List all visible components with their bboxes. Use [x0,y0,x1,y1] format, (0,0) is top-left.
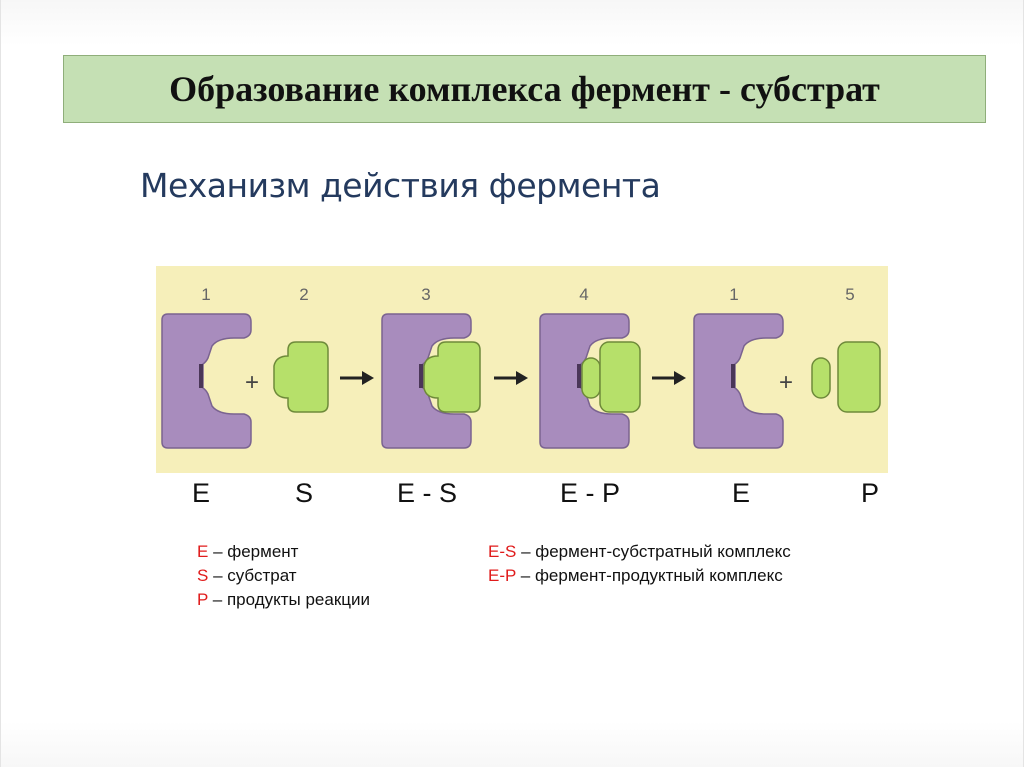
legend-item: E-S – фермент-субстратный комплекс [488,542,791,562]
enzyme-shape [161,313,252,449]
slide-title: Образование комплекса фермент - субстрат [169,69,880,109]
legend-symbol: E [197,542,209,561]
step-number: 3 [421,285,430,304]
legend-symbol: E-P [488,566,517,585]
legend-item: E-P – фермент-продуктный комплекс [488,566,783,586]
step-number: 2 [299,285,308,304]
step-number: 1 [729,285,738,304]
enzyme-product-complex [539,313,641,449]
stage-label-es: E - S [396,478,458,508]
stage-label-p: P [860,478,880,508]
legend-text: – фермент-субстратный комплекс [516,542,791,561]
stage-label-e: E [191,478,211,508]
legend-text: – фермент [208,542,299,561]
title-banner: Образование комплекса фермент - субстрат [63,55,986,123]
legend-item: E – фермент [197,542,298,562]
arrow-icon [494,371,528,385]
arrow-icon [652,371,686,385]
step-number: 5 [845,285,854,304]
legend-item: S – субстрат [197,566,297,586]
enzyme-substrate-complex [381,313,481,449]
stage-label-s: S [294,478,314,508]
legend-text: – продукты реакции [208,590,370,609]
enzyme-shape [693,313,784,449]
legend-symbol: E-S [488,542,517,561]
legend-text: – субстрат [208,566,297,585]
legend-symbol: P [197,590,209,609]
step-number: 1 [201,285,210,304]
enzyme-mechanism-diagram: 1 2 3 4 1 5 + [156,266,888,473]
legend-item: P – продукты реакции [197,590,370,610]
step-number: 4 [579,285,588,304]
legend-text: – фермент-продуктный комплекс [516,566,783,585]
legend-symbol: S [197,566,209,585]
product-shape [811,341,881,413]
diagram-canvas: 1 2 3 4 1 5 + [161,285,881,449]
slide-subtitle: Механизм действия фермента [140,166,661,205]
substrate-shape [273,341,329,413]
arrow-icon [340,371,374,385]
stage-label-ep: E - P [559,478,621,508]
plus-sign: + [245,369,259,396]
plus-sign: + [779,369,793,396]
stage-label-e: E [731,478,751,508]
